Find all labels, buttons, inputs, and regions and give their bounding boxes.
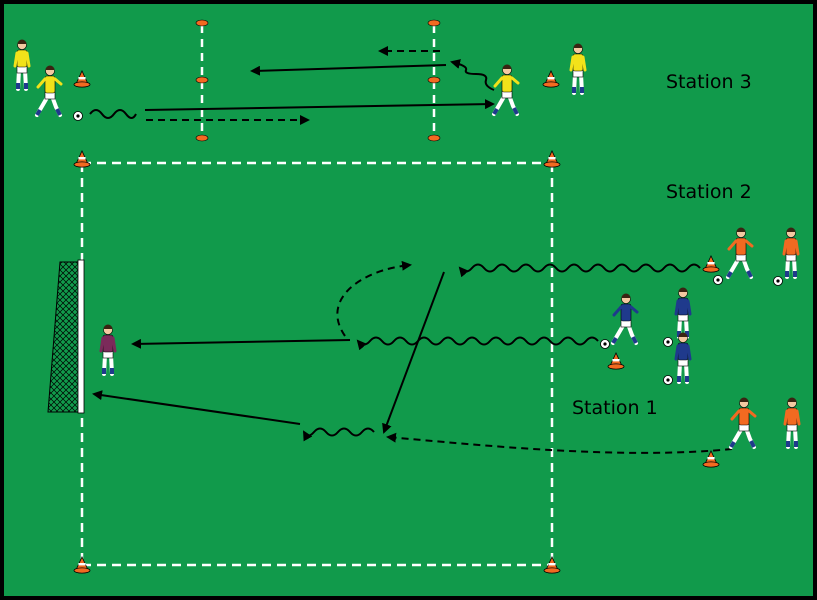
attacker-waiting-1 bbox=[674, 287, 692, 339]
attacker-ball-1 bbox=[663, 337, 673, 347]
station3-gates bbox=[195, 19, 441, 142]
station3-ball bbox=[73, 111, 83, 121]
attacker-waiting-2 bbox=[674, 332, 692, 384]
station3-player-waiting bbox=[13, 39, 31, 91]
station1-ball bbox=[600, 339, 610, 349]
station1-defender-waiting bbox=[783, 397, 801, 449]
station3-player-waiting-right bbox=[569, 43, 587, 95]
station2-player-dribbling bbox=[726, 227, 754, 279]
station1-defender-running bbox=[729, 397, 757, 449]
station1-label: Station 1 bbox=[572, 397, 658, 419]
station2-player-waiting bbox=[782, 227, 800, 279]
station3-label: Station 3 bbox=[666, 71, 752, 93]
attacker-ball-2 bbox=[663, 375, 673, 385]
movement-arrows bbox=[89, 46, 733, 454]
station2-ball bbox=[713, 275, 723, 285]
station2-label: Station 2 bbox=[666, 181, 752, 203]
players bbox=[13, 39, 801, 468]
goalkeeper bbox=[99, 324, 117, 376]
station2-ball-waiting bbox=[773, 276, 783, 286]
station3-player-receiving bbox=[492, 64, 520, 116]
station3-player-dribbling bbox=[35, 65, 63, 117]
station1-attacker-dribbling bbox=[611, 293, 639, 345]
goal bbox=[47, 259, 85, 414]
